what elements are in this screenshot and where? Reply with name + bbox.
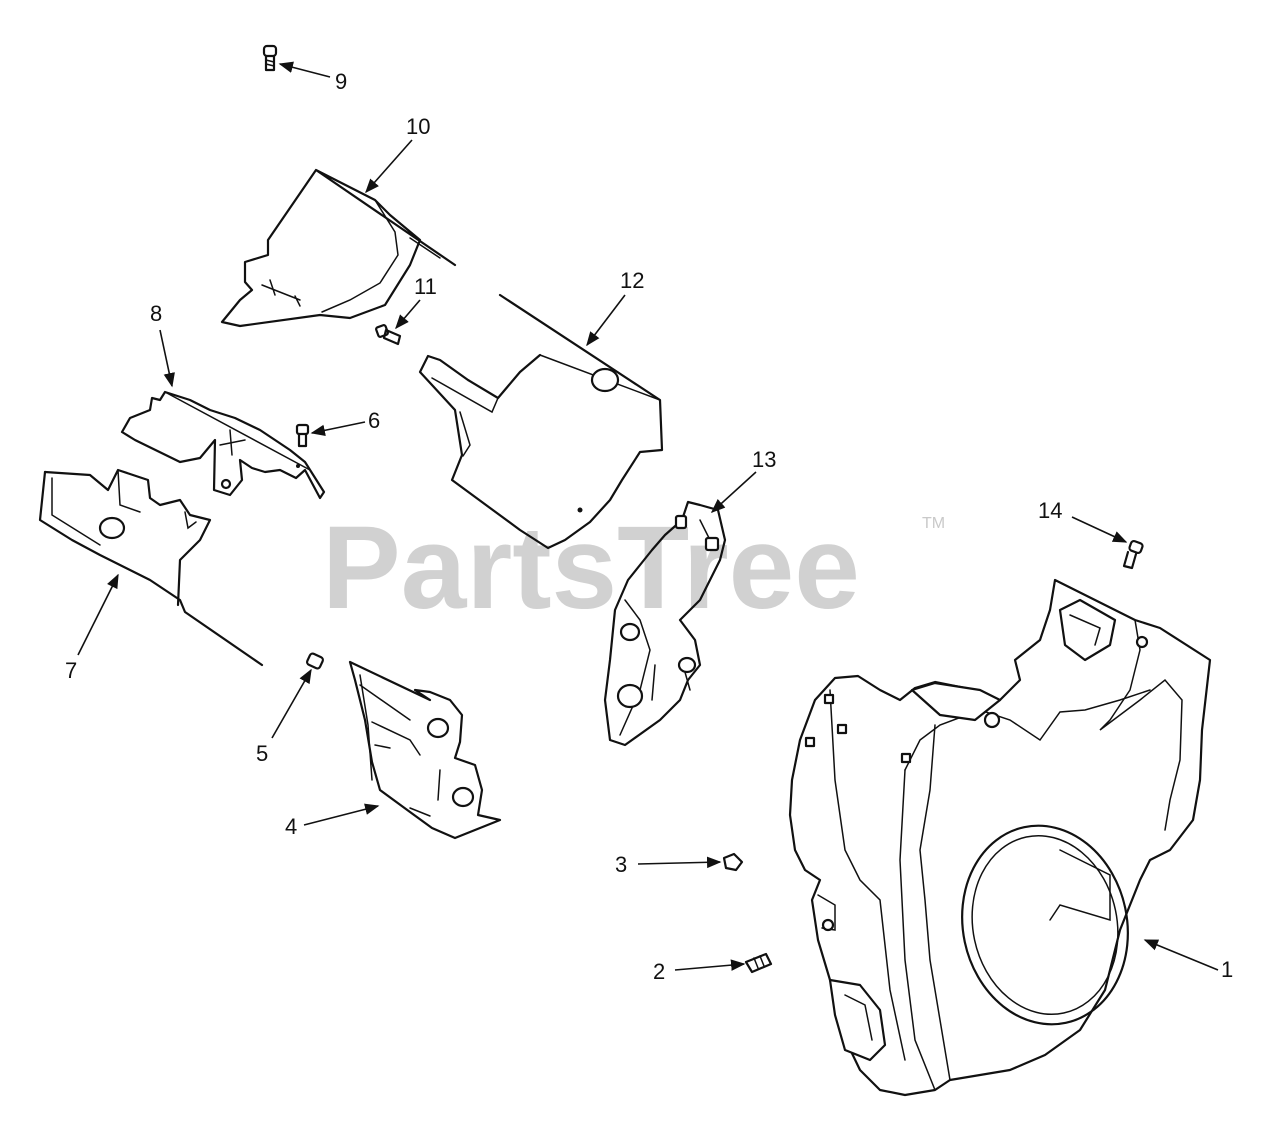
part-8-bracket	[120, 390, 326, 500]
part-3-screw	[722, 852, 744, 872]
part-5-screw	[306, 652, 324, 670]
part-7-left-baffle	[38, 468, 264, 667]
callout-label: 13	[752, 447, 776, 472]
part-13-side-bracket	[603, 500, 727, 747]
callout-label: 6	[368, 408, 380, 433]
callout-12: 12	[586, 268, 644, 347]
part-14-screw	[1122, 539, 1144, 570]
callout-9: 9	[278, 61, 347, 94]
callout-label: 10	[406, 114, 430, 139]
watermark: PartsTree TM	[322, 502, 945, 634]
callout-3: 3	[615, 852, 722, 877]
callout-label: 3	[615, 852, 627, 877]
callout-label: 8	[150, 301, 162, 326]
callout-label: 14	[1038, 498, 1062, 523]
watermark-trademark: TM	[922, 515, 945, 532]
callout-14: 14	[1038, 498, 1128, 543]
part-4-lower-bracket	[348, 660, 502, 840]
callout-label: 4	[285, 814, 297, 839]
callout-1: 1	[1143, 939, 1233, 982]
part-1-blower-housing	[788, 578, 1212, 1097]
callout-label: 11	[414, 274, 437, 299]
callout-label: 12	[620, 268, 644, 293]
callout-label: 1	[1221, 957, 1233, 982]
callout-label: 5	[256, 741, 268, 766]
part-11-screw	[375, 324, 402, 346]
callout-label: 9	[335, 69, 347, 94]
callout-2: 2	[653, 959, 746, 984]
part-2-screw	[744, 952, 773, 974]
callout-label: 7	[65, 658, 77, 683]
watermark-text: PartsTree	[322, 502, 860, 634]
callout-5: 5	[256, 668, 312, 766]
callout-label: 2	[653, 959, 665, 984]
callout-7: 7	[65, 573, 119, 683]
part-12-center-baffle	[418, 293, 664, 550]
callout-6: 6	[310, 408, 380, 437]
callout-8: 8	[150, 301, 175, 388]
callout-10: 10	[365, 114, 430, 194]
callout-11: 11	[395, 274, 437, 330]
part-6-screw	[295, 423, 310, 448]
part-9-screw	[262, 44, 278, 72]
part-10-upper-shroud	[220, 168, 457, 328]
callout-13: 13	[710, 447, 776, 513]
callout-4: 4	[285, 803, 380, 839]
